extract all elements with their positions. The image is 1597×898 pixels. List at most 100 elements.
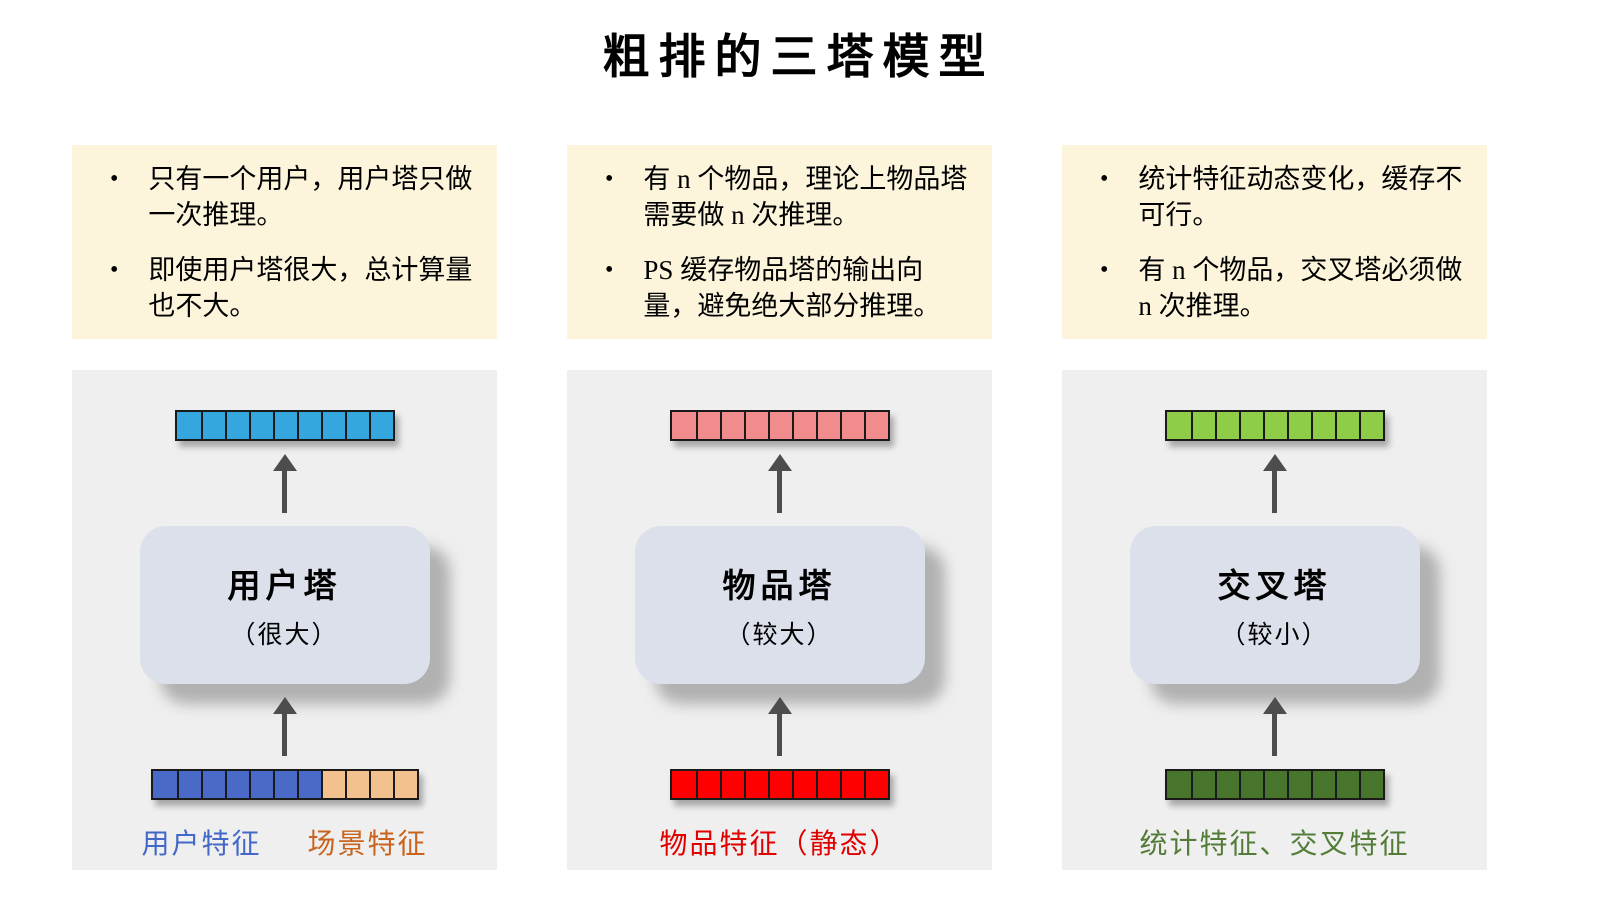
feature-label: 用户特征 <box>141 828 262 860</box>
up-arrow-icon <box>767 453 792 513</box>
vector-cell <box>1358 411 1383 439</box>
vector-cell <box>1214 411 1239 439</box>
note-item: • PS 缓存物品塔的输出向量，避免绝大部分推理。 <box>605 252 968 325</box>
vector-cell <box>1358 770 1383 798</box>
vector-cell <box>320 770 345 798</box>
vector-cell <box>320 411 345 439</box>
vector-cell <box>176 411 201 439</box>
note-item: • 统计特征动态变化，缓存不可行。 <box>1100 161 1463 234</box>
vector-cell <box>743 411 768 439</box>
arrow-stem <box>1272 713 1277 756</box>
note-item: • 即使用户塔很大，总计算量也不大。 <box>110 252 473 325</box>
vector-cell <box>248 411 273 439</box>
note-text: PS 缓存物品塔的输出向量，避免绝大部分推理。 <box>643 254 941 322</box>
vector-cell <box>839 411 864 439</box>
arrow-head <box>272 696 297 714</box>
tower-size-label: （很大） <box>230 621 339 649</box>
tower-name: 交叉塔 <box>1217 568 1332 605</box>
note-text: 只有一个用户，用户塔只做一次推理。 <box>148 164 473 231</box>
vector-cell <box>791 770 816 798</box>
vector-cell <box>200 770 225 798</box>
tower-name: 用户塔 <box>227 568 342 605</box>
bullet-marker: • <box>605 256 614 283</box>
note-text: 有 n 个物品，交叉塔必须做 n 次推理。 <box>1138 254 1463 322</box>
feature-label: 统计特征、交叉特征 <box>1139 828 1410 860</box>
input-vector <box>669 768 890 800</box>
feature-labels: 用户特征 场景特征 <box>141 822 427 862</box>
vector-cell <box>1190 770 1215 798</box>
arrow-head <box>1262 696 1287 714</box>
arrow-head <box>767 696 792 714</box>
vector-cell <box>719 770 744 798</box>
input-vector <box>150 768 419 800</box>
diagram-panel: 用户塔 （很大） 用户特征 场景特征 <box>72 369 497 870</box>
vector-cell <box>176 770 201 798</box>
vector-cell <box>1190 411 1215 439</box>
bullet-marker: • <box>110 256 119 283</box>
vector-cell <box>1310 411 1335 439</box>
arrow-stem <box>282 713 287 756</box>
output-vector <box>1164 409 1385 441</box>
tower-size-label: （较大） <box>725 621 834 649</box>
arrow-stem <box>1272 470 1277 513</box>
feature-label: 物品特征（静态） <box>659 828 900 860</box>
arrow-head <box>1262 453 1287 471</box>
vector-cell <box>839 770 864 798</box>
vector-cell <box>767 770 792 798</box>
vector-cell <box>1262 770 1287 798</box>
vector-cell <box>1286 411 1311 439</box>
column-user-tower: • 只有一个用户，用户塔只做一次推理。 • 即使用户塔很大，总计算量也不大。 用… <box>72 145 497 870</box>
vector-cell <box>743 770 768 798</box>
up-arrow-icon <box>1262 453 1287 513</box>
vector-cell <box>863 770 888 798</box>
arrow-head <box>272 453 297 471</box>
tower-box: 用户塔 （很大） <box>139 525 430 684</box>
note-text: 统计特征动态变化，缓存不可行。 <box>1138 164 1463 231</box>
vector-cell <box>272 770 297 798</box>
diagram-panel: 物品塔 （较大） 物品特征（静态） <box>567 369 992 870</box>
vector-cell <box>1286 770 1311 798</box>
vector-cell <box>695 411 720 439</box>
vector-cell <box>224 770 249 798</box>
arrow-stem <box>777 470 782 513</box>
up-arrow-icon <box>767 696 792 756</box>
vector-cell <box>1238 411 1263 439</box>
tower-box: 交叉塔 （较小） <box>1129 525 1420 684</box>
up-arrow-icon <box>272 696 297 756</box>
notes-panel: • 只有一个用户，用户塔只做一次推理。 • 即使用户塔很大，总计算量也不大。 <box>72 145 497 339</box>
vector-cell <box>671 770 696 798</box>
note-item: • 有 n 个物品，理论上物品塔需要做 n 次推理。 <box>605 161 968 234</box>
vector-cell <box>1166 770 1191 798</box>
page-title: 粗排的三塔模型 <box>602 32 995 84</box>
tower-size-label: （较小） <box>1220 621 1329 649</box>
bullet-marker: • <box>605 166 614 192</box>
vector-cell <box>815 411 840 439</box>
vector-cell <box>344 411 369 439</box>
vector-cell <box>791 411 816 439</box>
vector-cell <box>344 770 369 798</box>
vector-cell <box>296 411 321 439</box>
note-item: • 有 n 个物品，交叉塔必须做 n 次推理。 <box>1100 252 1463 325</box>
note-text: 即使用户塔很大，总计算量也不大。 <box>148 254 473 322</box>
feature-label: 场景特征 <box>307 828 428 860</box>
vector-cell <box>863 411 888 439</box>
diagram-panel: 交叉塔 （较小） 统计特征、交叉特征 <box>1062 369 1487 870</box>
notes-panel: • 有 n 个物品，理论上物品塔需要做 n 次推理。 • PS 缓存物品塔的输出… <box>567 145 992 339</box>
arrow-stem <box>777 713 782 756</box>
column-item-tower: • 有 n 个物品，理论上物品塔需要做 n 次推理。 • PS 缓存物品塔的输出… <box>567 145 992 870</box>
vector-cell <box>767 411 792 439</box>
note-item: • 只有一个用户，用户塔只做一次推理。 <box>110 161 473 234</box>
tower-name: 物品塔 <box>722 568 837 605</box>
vector-cell <box>1334 770 1359 798</box>
up-arrow-icon <box>272 453 297 513</box>
vector-cell <box>296 770 321 798</box>
vector-cell <box>1166 411 1191 439</box>
vector-cell <box>1238 770 1263 798</box>
vector-cell <box>695 770 720 798</box>
note-text: 有 n 个物品，理论上物品塔需要做 n 次推理。 <box>643 164 968 231</box>
vector-cell <box>815 770 840 798</box>
bullet-marker: • <box>110 166 119 192</box>
up-arrow-icon <box>1262 696 1287 756</box>
arrow-head <box>767 453 792 471</box>
bullet-marker: • <box>1100 166 1109 192</box>
